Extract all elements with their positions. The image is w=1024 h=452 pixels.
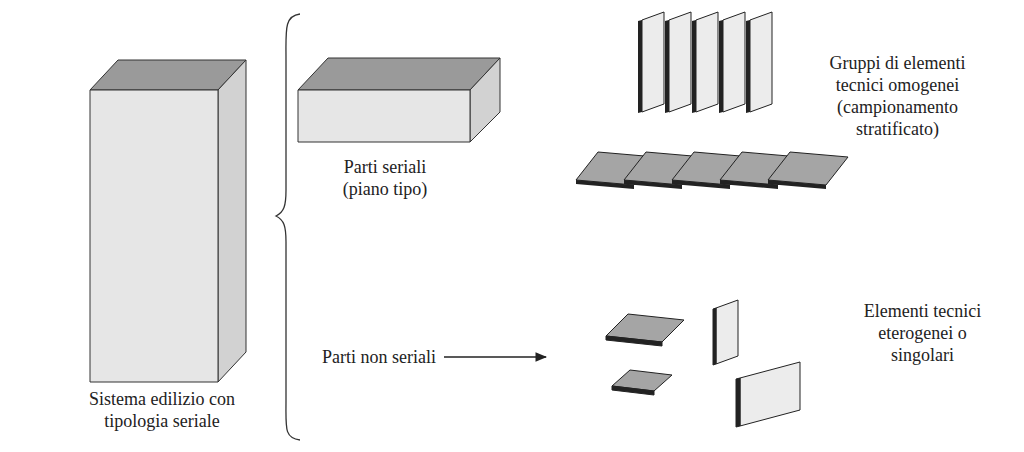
arrow (444, 356, 546, 357)
element-caption: Elementi tecnici eterogenei o singolari (850, 300, 995, 366)
panel-edge (768, 180, 826, 189)
element-caption: Gruppi di elementi tecnici omogenei (cam… (805, 52, 990, 140)
vertical-panel (669, 12, 691, 112)
vertical-panel (723, 12, 745, 112)
horizontal-panel-group (576, 152, 848, 189)
element-caption: Parti seriali (piano tipo) (325, 156, 445, 200)
panel-edge (665, 20, 669, 113)
caption-text: Sistema edilizio con tipologia seriale (77, 388, 247, 432)
panel-edge (638, 20, 642, 113)
curly-brace (276, 14, 300, 440)
vertical-panel (642, 12, 664, 112)
horizontal-panel (768, 152, 848, 185)
vertical-panel (750, 12, 772, 112)
vertical-panel-group (638, 12, 772, 113)
caption-text: Elementi tecnici eterogenei o singolari (850, 300, 995, 366)
panel-edge (719, 20, 723, 113)
panel-edge (692, 20, 696, 113)
panel-edge (746, 20, 750, 113)
caption-text: Gruppi di elementi tecnici omogenei (cam… (805, 52, 990, 140)
part-label: Parti non seriali (322, 346, 436, 368)
element-caption: Sistema edilizio con tipologia seriale (77, 388, 247, 432)
building-block (90, 60, 246, 382)
floor-slab (298, 58, 500, 142)
caption-text: Parti seriali (piano tipo) (325, 156, 445, 200)
vertical-panel (696, 12, 718, 112)
single-elements (606, 300, 800, 427)
